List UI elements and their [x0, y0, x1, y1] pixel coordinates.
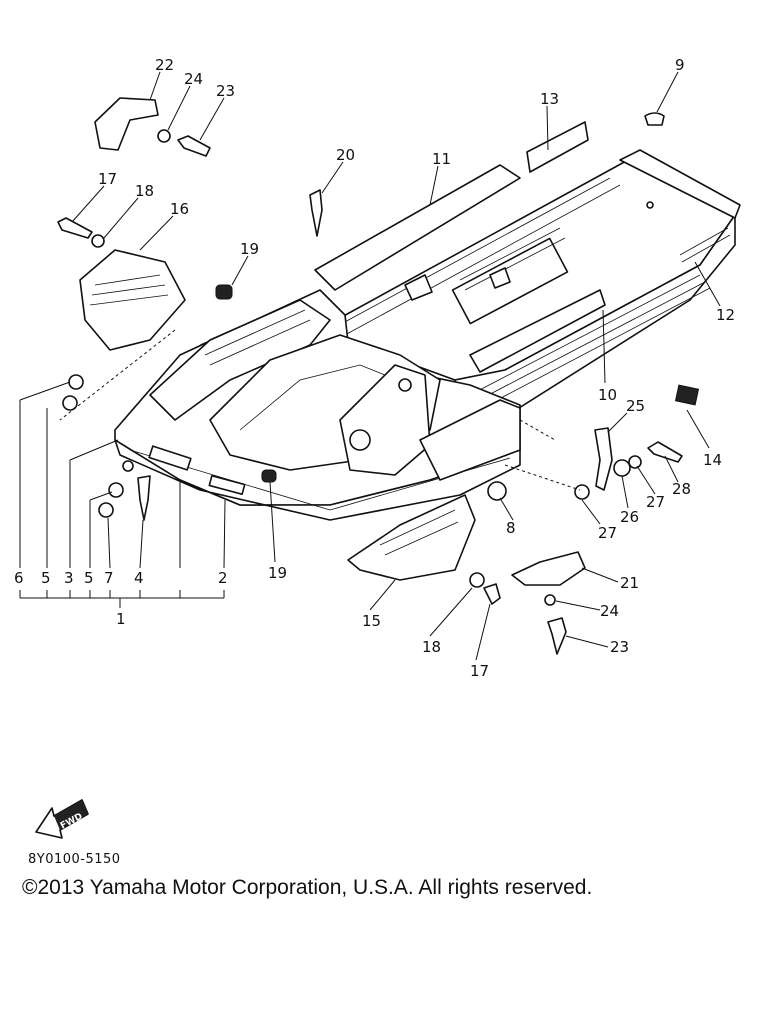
bracket-22 [94, 97, 159, 151]
spacer-26 [613, 459, 631, 477]
callout-20: 20 [336, 146, 355, 164]
washer-27a [628, 455, 642, 469]
callout-15: 15 [362, 612, 381, 630]
callout-2: 2 [218, 569, 228, 587]
callout-26: 26 [620, 508, 639, 526]
callout-21: 21 [620, 574, 639, 592]
callout-19: 19 [240, 240, 259, 258]
washer-18 [91, 234, 105, 248]
callout-17: 17 [98, 170, 117, 188]
callout-7: 7 [104, 569, 114, 587]
drawing-code: 8Y0100-5150 [28, 852, 121, 867]
rivet-20 [309, 189, 323, 237]
decal-strip-11 [314, 164, 521, 291]
grommet-19 [215, 284, 233, 300]
lower-cover-15 [347, 494, 476, 581]
callout-25: 25 [626, 397, 645, 415]
washer-24-low [544, 594, 556, 606]
callout-11: 11 [432, 150, 451, 168]
callout-14: 14 [703, 451, 722, 469]
copyright-notice: ©2013 Yamaha Motor Corporation, U.S.A. A… [22, 876, 593, 899]
callout-17-b: 17 [470, 662, 489, 680]
grommet-19-low [261, 469, 277, 483]
fwd-arrow-icon: FWD [35, 799, 89, 839]
decal-13 [526, 121, 589, 173]
callout-28: 28 [672, 480, 691, 498]
washer-18-low [469, 572, 485, 588]
grommet-5 [62, 395, 78, 411]
washer-27b [574, 484, 590, 500]
washer-24 [157, 129, 171, 143]
callout-8: 8 [506, 519, 516, 537]
callout-27: 27 [646, 493, 665, 511]
bolt-23-low [547, 617, 567, 655]
bolt-28 [647, 441, 683, 463]
lever-25 [594, 427, 613, 491]
grommet-6 [68, 374, 84, 390]
bolt-17 [57, 217, 93, 239]
callout-24: 24 [184, 70, 203, 88]
callout-24-b: 24 [600, 602, 619, 620]
grommet-5-low [108, 482, 124, 498]
callout-13: 13 [540, 90, 559, 108]
grommet-7 [98, 502, 114, 518]
callout-10: 10 [598, 386, 617, 404]
callout-3: 3 [64, 569, 74, 587]
bracket-21 [511, 551, 586, 586]
callout-19-b: 19 [268, 564, 287, 582]
callout-23: 23 [216, 82, 235, 100]
cap-9 [644, 112, 665, 126]
callout-23-b: 23 [610, 638, 629, 656]
callout-4: 4 [134, 569, 144, 587]
callout-1: 1 [116, 610, 126, 628]
callout-27-b: 27 [598, 524, 617, 542]
callout-22: 22 [155, 56, 174, 74]
grommet-8 [487, 481, 507, 501]
callout-6: 6 [14, 569, 24, 587]
chassis-frame [114, 149, 741, 521]
callout-16: 16 [170, 200, 189, 218]
callout-9: 9 [675, 56, 685, 74]
callout-18-b: 18 [422, 638, 441, 656]
callout-5-b: 5 [84, 569, 94, 587]
bolt-23 [177, 135, 211, 157]
callout-12: 12 [716, 306, 735, 324]
callout-18: 18 [135, 182, 154, 200]
plate-14 [674, 384, 700, 406]
leader-lines [19, 71, 721, 661]
stud-4 [137, 475, 151, 521]
callout-5: 5 [41, 569, 51, 587]
bolt-17-low [483, 583, 501, 605]
callout-numbers: 22 24 23 9 13 20 11 17 18 16 19 12 10 25… [14, 56, 735, 680]
